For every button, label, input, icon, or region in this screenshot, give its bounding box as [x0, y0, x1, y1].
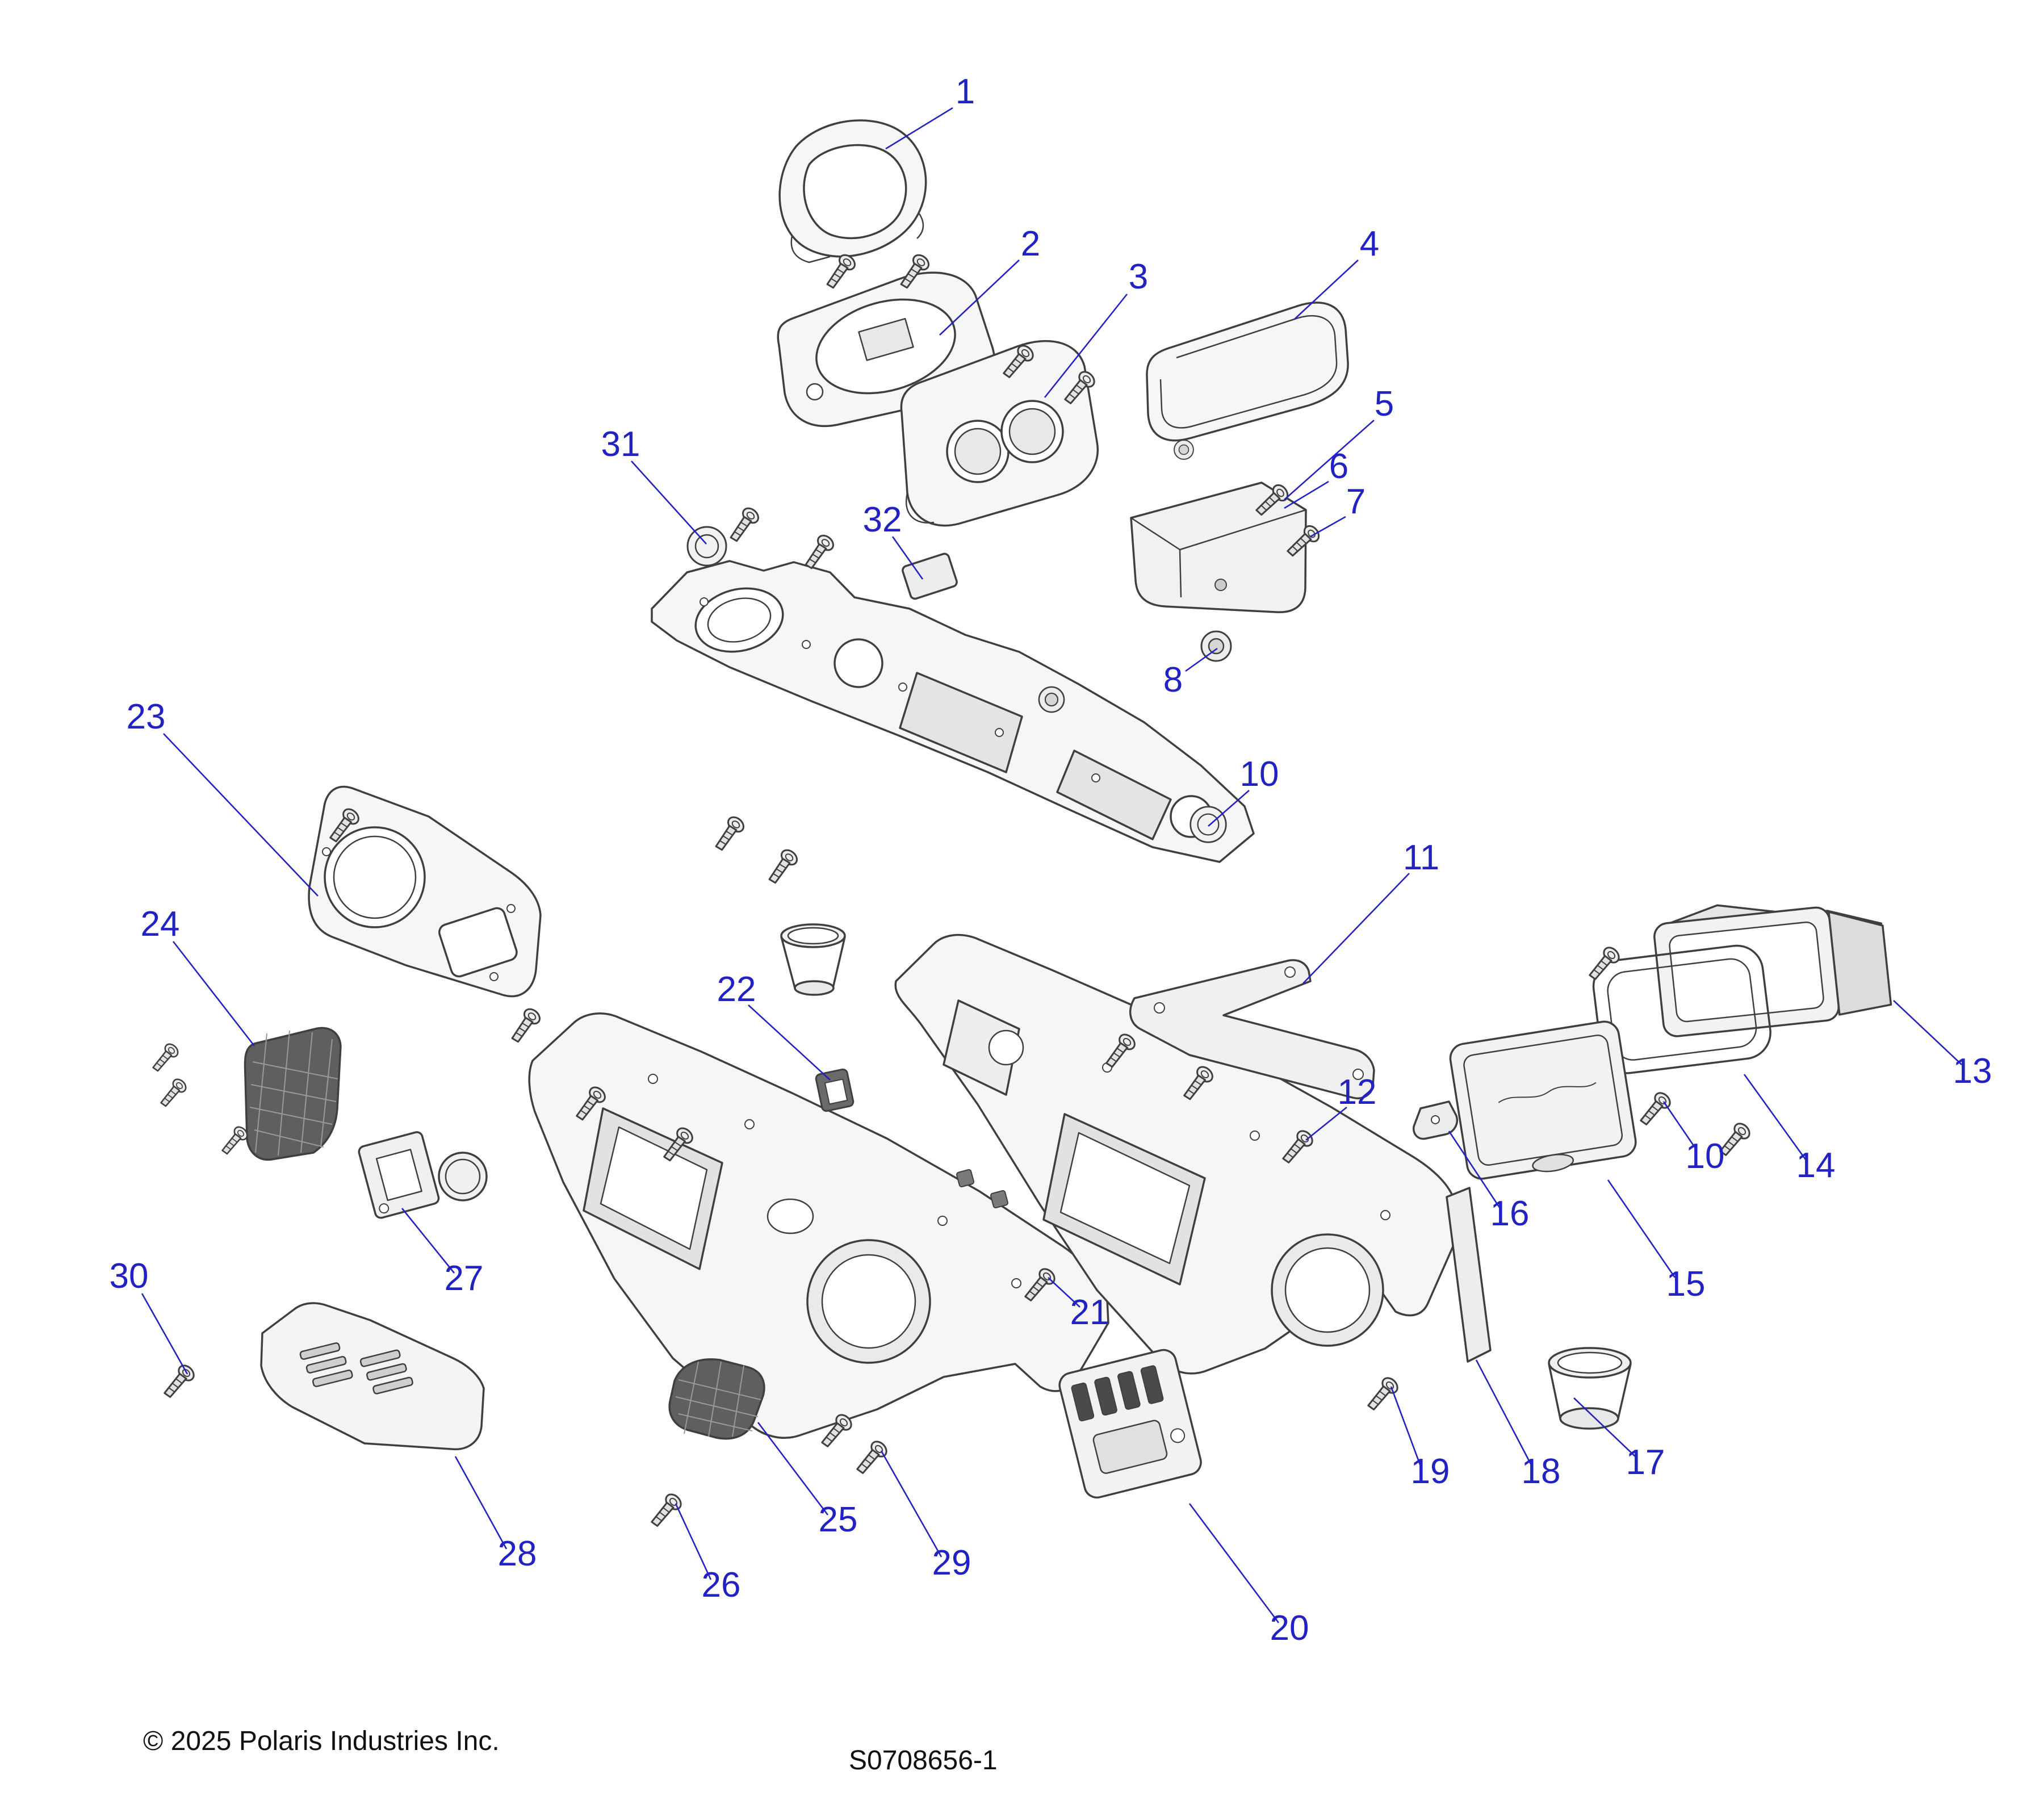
callout-28: 28 [497, 1534, 537, 1573]
screw-icon [505, 1005, 544, 1046]
callout-20: 20 [1270, 1609, 1309, 1648]
callout-6: 6 [1329, 447, 1349, 486]
callout-31: 31 [601, 425, 640, 464]
callout-24: 24 [140, 905, 180, 944]
part-edge-trim-18 [1446, 1187, 1492, 1363]
callout-32: 32 [862, 500, 902, 539]
callout-11: 11 [1402, 838, 1440, 877]
callout-2: 2 [1020, 224, 1041, 263]
clip-icon [814, 1067, 855, 1113]
part-glovebox-door [1449, 1020, 1637, 1180]
document-number: S0708656-1 [849, 1745, 998, 1776]
part-vented-trim-28 [260, 1302, 485, 1451]
callout-15: 15 [1666, 1265, 1706, 1304]
callout-7: 7 [1346, 482, 1366, 521]
screw-icon [799, 531, 837, 572]
leader-lines [141, 107, 1962, 1623]
screw-icon [851, 1437, 891, 1477]
part-lower-dash-right [894, 933, 1459, 1375]
part-storage-bin [1130, 482, 1307, 613]
part-round-cap-31 [686, 526, 727, 567]
cap-icon [1189, 806, 1227, 843]
callout-10-right: 10 [1685, 1137, 1725, 1176]
callout-16: 16 [1490, 1194, 1530, 1233]
misc-small-clips [956, 1169, 1009, 1209]
screw-icon [217, 1123, 251, 1157]
callout-14: 14 [1796, 1146, 1836, 1185]
part-glovebox-bin [1653, 904, 1892, 1037]
callout-23: 23 [126, 697, 166, 736]
callout-12: 12 [1337, 1073, 1377, 1112]
part-round-speaker [438, 1152, 488, 1201]
callout-19: 19 [1410, 1452, 1450, 1491]
screw-icon [1362, 1374, 1402, 1414]
part-access-pad-32 [902, 552, 958, 600]
callout-3: 3 [1128, 257, 1149, 296]
part-glovebox-seal [1592, 944, 1771, 1074]
copyright-text: © 2025 Polaris Industries Inc. [143, 1726, 500, 1756]
part-lower-grille-25 [668, 1358, 765, 1440]
part-left-closeout-panel [308, 785, 542, 998]
screw-icon [709, 813, 748, 854]
callout-4: 4 [1359, 224, 1380, 263]
screw-icon [763, 846, 801, 887]
callout-26: 26 [701, 1565, 741, 1605]
callout-8: 8 [1163, 660, 1183, 700]
callout-17: 17 [1626, 1443, 1665, 1482]
screw-icon [156, 1075, 190, 1110]
callout-18: 18 [1521, 1452, 1561, 1491]
callout-27: 27 [444, 1259, 484, 1298]
part-cup-insert-17 [1548, 1347, 1632, 1430]
part-cupholder-console [900, 340, 1099, 527]
callout-5: 5 [1374, 384, 1394, 424]
part-latch-16 [1413, 1100, 1458, 1140]
screw-icon [1634, 1088, 1674, 1129]
screw-icon [724, 504, 763, 545]
screw-icon [158, 1361, 198, 1401]
part-switch-panel-20 [1058, 1349, 1202, 1499]
part-support-bracket-11 [1129, 959, 1375, 1099]
cap-icon [686, 526, 727, 567]
callout-30: 30 [109, 1257, 149, 1296]
part-upper-dash-panel [651, 560, 1255, 863]
part-lower-dash-left [528, 1012, 1109, 1439]
callout-29: 29 [932, 1543, 971, 1582]
part-clip-22 [814, 1067, 855, 1113]
screw-icon [148, 1040, 182, 1074]
callout-10: 10 [1239, 755, 1279, 794]
callout-22: 22 [717, 970, 756, 1009]
plug-icon [1173, 439, 1195, 460]
plug-icon [1038, 686, 1065, 713]
part-storage-lid [1146, 302, 1349, 442]
callout-13: 13 [1953, 1052, 1992, 1091]
part-bracket-27 [358, 1131, 440, 1219]
screw-icon [1583, 943, 1623, 983]
part-side-grille-24 [244, 1027, 342, 1161]
callout-21: 21 [1070, 1293, 1109, 1332]
part-instrument-hood [778, 119, 927, 263]
part-cup-insert-center [780, 923, 846, 996]
callout-25: 25 [818, 1500, 858, 1539]
part-round-cap-10 [1189, 806, 1227, 843]
callout-1: 1 [955, 72, 975, 111]
